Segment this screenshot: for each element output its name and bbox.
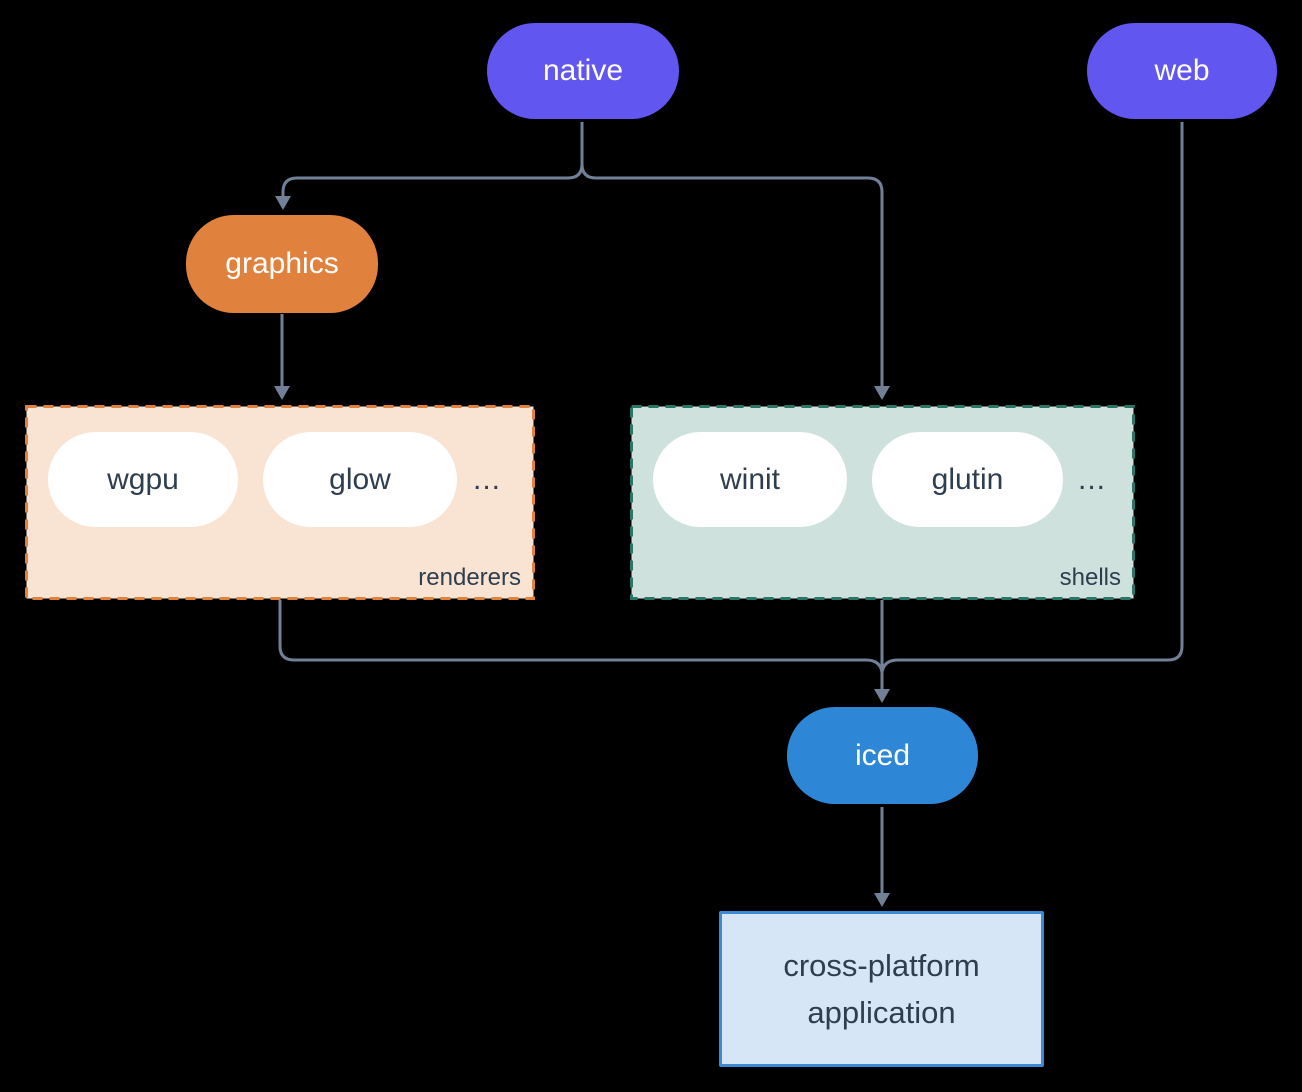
node-cross-platform-application: cross-platform application — [719, 911, 1044, 1067]
node-wgpu: wgpu — [48, 432, 238, 527]
shells-group-label: shells — [1059, 564, 1121, 591]
node-graphics: graphics — [186, 215, 378, 313]
renderers-group-label: renderers — [418, 564, 521, 591]
arrowhead-into-graphics-icon — [275, 196, 291, 210]
node-winit-label: winit — [719, 462, 780, 496]
node-iced: iced — [787, 707, 978, 804]
arrowhead-into-iced-icon — [874, 689, 890, 703]
edge-native-graphics — [281, 122, 584, 196]
node-glow-label: glow — [329, 462, 391, 496]
node-winit: winit — [653, 432, 847, 527]
shells-ellipsis: ... — [1078, 462, 1107, 496]
node-glow: glow — [263, 432, 457, 527]
renderers-ellipsis: ... — [473, 462, 502, 496]
node-glutin-label: glutin — [931, 462, 1004, 496]
node-web: web — [1087, 23, 1277, 119]
node-graphics-label: graphics — [225, 247, 339, 280]
arrowhead-into-renderers-icon — [274, 386, 290, 400]
group-renderers: wgpu glow ... renderers — [25, 405, 535, 600]
arrowhead-into-shells-icon — [874, 386, 890, 400]
application-label-line1: cross-platform — [783, 948, 980, 983]
arrowhead-into-application-icon — [874, 893, 890, 907]
group-shells: winit glutin ... shells — [630, 405, 1135, 600]
node-web-label: web — [1154, 54, 1210, 87]
edge-web-iced — [880, 122, 1184, 673]
application-label-line2: application — [807, 995, 956, 1030]
node-wgpu-label: wgpu — [107, 462, 179, 496]
edge-native-shells — [580, 122, 884, 386]
node-iced-label: iced — [854, 738, 911, 772]
node-glutin: glutin — [872, 432, 1063, 527]
node-native: native — [487, 23, 679, 119]
node-native-label: native — [542, 54, 624, 87]
edge-renderers-iced — [278, 600, 884, 673]
